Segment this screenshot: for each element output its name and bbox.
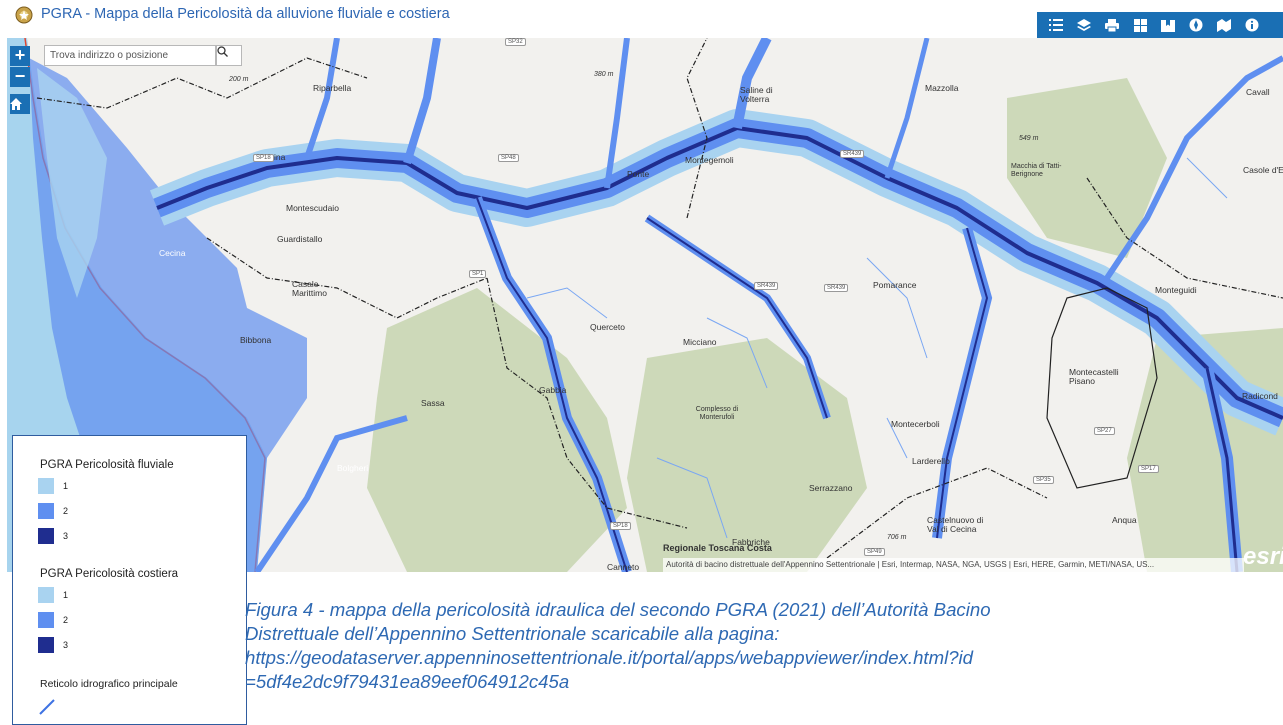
- layers-icon[interactable]: [1073, 15, 1095, 35]
- zoom-in-button[interactable]: +: [10, 46, 30, 66]
- bookmark-icon[interactable]: [1157, 15, 1179, 35]
- road-label: SR439: [840, 150, 865, 158]
- road-label: SP27: [1094, 427, 1115, 435]
- legend-swatch: [38, 478, 54, 494]
- caption-line: Distrettuale dell’Appennino Settentriona…: [245, 623, 780, 644]
- elevation-label: 380 m: [594, 71, 614, 78]
- place-label: Bolgheri: [337, 463, 369, 473]
- legend-title-fluviale: PGRA Pericolosità fluviale: [40, 459, 174, 471]
- road-label: SP49: [864, 548, 885, 556]
- road-label: SP17: [1138, 465, 1159, 473]
- place-label: Bibbona: [240, 335, 272, 345]
- legend-label: 3: [63, 640, 69, 650]
- place-label: Radicond: [1242, 391, 1278, 401]
- place-label: Monteguidi: [1155, 285, 1197, 295]
- legend-swatch: [38, 637, 54, 653]
- map-attribution: Autorità di bacino distrettuale dell'App…: [663, 558, 1244, 572]
- place-label: Canneto: [607, 562, 640, 572]
- place-label: Gabbia: [539, 385, 567, 395]
- legend-label: 1: [63, 481, 69, 491]
- compass-icon[interactable]: [1185, 15, 1207, 35]
- place-label: Montegemoli: [685, 155, 734, 165]
- caption-line: Figura 4 - mappa della pericolosità idra…: [245, 599, 991, 620]
- place-label: Saline di Volterra: [740, 85, 773, 104]
- place-label: Montescudaio: [286, 203, 339, 213]
- place-label: Pomarance: [873, 280, 917, 290]
- widget-toolbar: [1037, 12, 1283, 38]
- info-icon[interactable]: [1241, 15, 1263, 35]
- road-label: SP35: [1033, 476, 1054, 484]
- search-icon: [217, 46, 228, 57]
- place-label: Complesso di Monterufoli: [695, 406, 739, 421]
- place-label: Casale Marittimo: [292, 279, 327, 298]
- place-label: Fabbriche: [732, 537, 770, 547]
- place-label: Riparbella: [313, 83, 352, 93]
- search-button[interactable]: [216, 45, 242, 66]
- place-label: Cecina: [159, 248, 186, 258]
- place-label: Castelnuovo di Val di Cecina: [927, 515, 984, 534]
- road-label: SR439: [754, 282, 779, 290]
- road-label: SP18: [610, 522, 631, 530]
- legend-swatch: [38, 503, 54, 519]
- place-label: Guardistallo: [277, 234, 323, 244]
- esri-logo: esri: [1243, 543, 1283, 570]
- print-icon[interactable]: [1101, 15, 1123, 35]
- elevation-label: 200 m: [229, 76, 249, 83]
- place-label: Cavall: [1246, 87, 1270, 97]
- legend-label: 1: [63, 590, 69, 600]
- place-label: Ponte: [627, 169, 650, 179]
- place-label: Regionale Toscana Costa: [663, 543, 772, 553]
- emblem-icon: [15, 6, 33, 24]
- legend-title-reticolo: Reticolo idrografico principale: [40, 678, 178, 690]
- legend-label: 2: [63, 506, 69, 516]
- road-label: SP18: [253, 154, 274, 162]
- home-icon: [10, 98, 22, 110]
- road-label: SR439: [824, 284, 849, 292]
- place-label: Montecastelli Pisano: [1069, 367, 1119, 386]
- place-label: Anqua: [1112, 515, 1137, 525]
- zoom-out-button[interactable]: −: [10, 67, 30, 87]
- caption-link[interactable]: https://geodataserver.appenninosettentri…: [245, 647, 974, 668]
- home-button[interactable]: [10, 94, 30, 114]
- page-title: PGRA - Mappa della Pericolosità da alluv…: [41, 6, 450, 22]
- list-icon[interactable]: [1045, 15, 1067, 35]
- place-label: Serrazzano: [809, 483, 853, 493]
- place-label: Larderello: [912, 456, 950, 466]
- river-line-icon: [39, 699, 55, 715]
- legend-swatch: [38, 528, 54, 544]
- legend-swatch: [38, 587, 54, 603]
- place-label: Querceto: [590, 322, 625, 332]
- road-label: SP1: [469, 270, 487, 278]
- place-label: Casole d'E: [1243, 165, 1283, 175]
- place-label: Sassa: [421, 398, 445, 408]
- place-label: Mazzolla: [925, 83, 959, 93]
- place-label: Montecerboli: [891, 419, 940, 429]
- legend-title-costiera: PGRA Pericolosità costiera: [40, 568, 179, 580]
- legend-panel: PGRA Pericolosità fluviale 1 2 3 PGRA Pe…: [12, 435, 247, 725]
- search-input[interactable]: Trova indirizzo o posizione: [44, 45, 216, 66]
- elevation-label: 549 m: [1019, 135, 1039, 142]
- legend-label: 2: [63, 615, 69, 625]
- road-label: SP48: [498, 154, 519, 162]
- elevation-label: 706 m: [887, 534, 907, 541]
- place-label: Macchia di Tatti-Berignone: [1011, 163, 1062, 178]
- caption-link[interactable]: =5df4e2dc9f79431ea89eef064912c45a: [245, 671, 570, 692]
- basemap-icon[interactable]: [1213, 15, 1235, 35]
- legend-label: 3: [63, 531, 69, 541]
- legend-swatch: [38, 612, 54, 628]
- place-label: Micciano: [683, 337, 717, 347]
- figure-caption: Figura 4 - mappa della pericolosità idra…: [245, 598, 1283, 694]
- grid-icon[interactable]: [1129, 15, 1151, 35]
- road-label: SP32: [505, 38, 526, 46]
